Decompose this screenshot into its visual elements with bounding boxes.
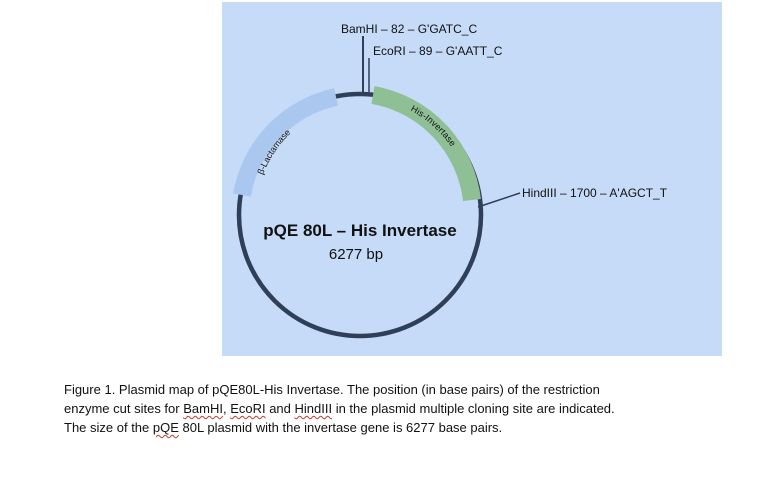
caption-line-2: enzyme cut sites for BamHI, EcoRI and Hi… xyxy=(64,399,744,418)
his-invertase-arrow xyxy=(371,86,481,202)
bamhi-label: BamHI – 82 – G'GATC_C xyxy=(341,22,477,36)
spellcheck-word-hindiii[interactable]: HindIII xyxy=(294,401,333,416)
spellcheck-word-bamhi[interactable]: BamHI xyxy=(183,401,223,416)
caption-text: The size of the xyxy=(64,420,153,435)
plasmid-circle xyxy=(236,91,484,339)
caption-text: , xyxy=(222,401,231,416)
spellcheck-word-ecori[interactable]: EcoRI xyxy=(230,401,266,416)
caption-line-1: Figure 1. Plasmid map of pQE80L-His Inve… xyxy=(64,382,600,397)
hindiii-label: HindIII – 1700 – A'AGCT_T xyxy=(522,186,668,200)
caption-text: in the plasmid multiple cloning site are… xyxy=(332,401,615,416)
caption-line-3: The size of the pQE 80L plasmid with the… xyxy=(64,418,744,437)
spellcheck-word-pqe[interactable]: pQE xyxy=(152,420,179,435)
plasmid-map: β-Lactamase His-Invertase BamHI – 82 – G… xyxy=(222,2,722,356)
caption-text: enzyme cut sites for xyxy=(64,401,184,416)
plasmid-size: 6277 bp xyxy=(329,246,383,263)
figure-caption: Figure 1. Plasmid map of pQE80L-His Inve… xyxy=(64,380,744,437)
beta-lactamase-arrow xyxy=(233,88,339,197)
ecori-label: EcoRI – 89 – G'AATT_C xyxy=(373,44,503,58)
caption-text: and xyxy=(265,401,295,416)
caption-text: 80L plasmid with the invertase gene is 6… xyxy=(178,420,503,435)
hindiii-marker xyxy=(477,192,521,208)
plasmid-name: pQE 80L – His Invertase xyxy=(263,221,456,240)
